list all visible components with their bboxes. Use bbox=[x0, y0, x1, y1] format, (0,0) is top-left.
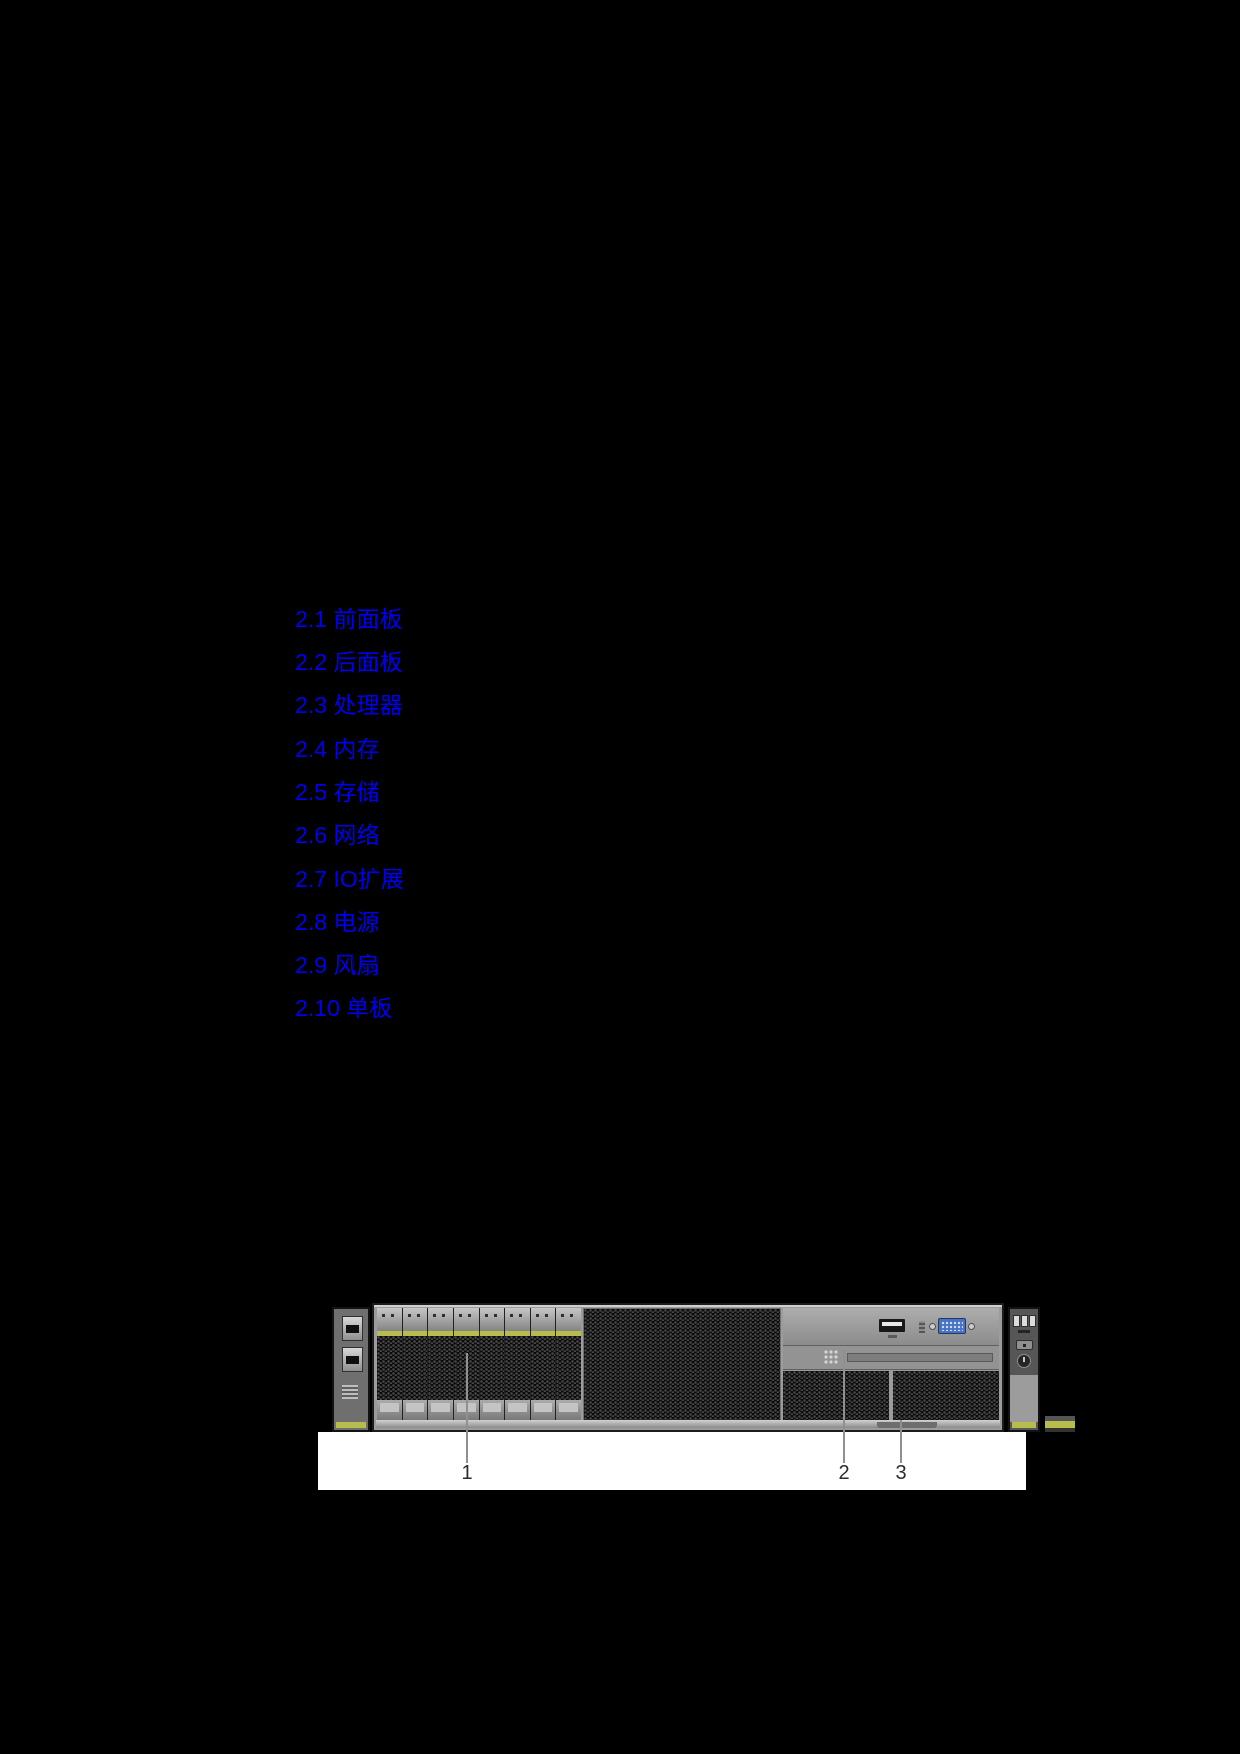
accent-strip bbox=[1012, 1422, 1036, 1428]
ear-label-icon bbox=[342, 1385, 358, 1399]
callout-number: 3 bbox=[895, 1462, 907, 1484]
drive-bay bbox=[505, 1308, 530, 1424]
ventilation-grille bbox=[583, 1308, 781, 1424]
link-rear-panel[interactable]: 2.2 后面板 bbox=[295, 649, 403, 675]
link-front-panel[interactable]: 2.1 前面板 bbox=[295, 606, 403, 632]
usb-port-icon bbox=[342, 1316, 363, 1341]
ventilation-grille bbox=[893, 1371, 999, 1424]
callout-area bbox=[318, 1432, 1026, 1490]
chassis-bottom-rail bbox=[376, 1420, 1000, 1428]
usb-port-icon bbox=[342, 1347, 363, 1372]
esd-icon bbox=[919, 1321, 925, 1333]
callout-line bbox=[900, 1420, 902, 1463]
front-io-row bbox=[783, 1308, 999, 1345]
link-boards[interactable]: 2.10 单板 bbox=[295, 995, 393, 1021]
drive-bays bbox=[377, 1308, 581, 1424]
diagnostic-display bbox=[1013, 1315, 1036, 1327]
drive-bay bbox=[530, 1308, 556, 1424]
callout-line bbox=[466, 1353, 468, 1463]
link-storage[interactable]: 2.5 存储 bbox=[295, 779, 380, 805]
drive-bay bbox=[377, 1308, 402, 1424]
server-chassis bbox=[372, 1303, 1004, 1432]
accent-strip bbox=[336, 1422, 366, 1428]
callout-number: 2 bbox=[838, 1462, 850, 1484]
pull-out-label-tab bbox=[877, 1422, 937, 1428]
server-front-panel-figure: 1 2 3 bbox=[318, 1303, 1078, 1490]
io-panel-section bbox=[783, 1308, 999, 1424]
uid-button bbox=[1016, 1340, 1033, 1350]
vga-port bbox=[938, 1318, 966, 1334]
link-network[interactable]: 2.6 网络 bbox=[295, 822, 380, 848]
drive-bay bbox=[556, 1308, 581, 1424]
link-processor[interactable]: 2.3 处理器 bbox=[295, 692, 403, 718]
drive-bay bbox=[479, 1308, 505, 1424]
ear-lower-panel bbox=[1010, 1375, 1038, 1422]
link-memory[interactable]: 2.4 内存 bbox=[295, 736, 380, 762]
label-row bbox=[783, 1345, 999, 1370]
usb-port bbox=[879, 1319, 905, 1332]
drive-bay bbox=[402, 1308, 428, 1424]
callout-number: 1 bbox=[461, 1462, 473, 1484]
usb-icon bbox=[888, 1335, 897, 1338]
ventilation-grille bbox=[783, 1371, 889, 1424]
rail-stub bbox=[1045, 1416, 1075, 1432]
power-button-icon bbox=[1017, 1354, 1031, 1368]
link-fans[interactable]: 2.9 风扇 bbox=[295, 952, 380, 978]
drive-bay bbox=[428, 1308, 453, 1424]
left-mounting-ear bbox=[332, 1307, 370, 1432]
right-control-panel bbox=[1008, 1307, 1040, 1432]
callout-line bbox=[843, 1350, 845, 1463]
brand-emblem-icon bbox=[824, 1350, 839, 1365]
screw-icon bbox=[929, 1323, 936, 1330]
label-slot bbox=[847, 1353, 993, 1362]
screw-icon bbox=[968, 1323, 975, 1330]
link-power-supply[interactable]: 2.8 电源 bbox=[295, 909, 380, 935]
display-divider bbox=[1018, 1330, 1030, 1333]
server-front-view-image bbox=[318, 1303, 1078, 1432]
link-io-expansion[interactable]: 2.7 IO扩展 bbox=[295, 866, 404, 892]
